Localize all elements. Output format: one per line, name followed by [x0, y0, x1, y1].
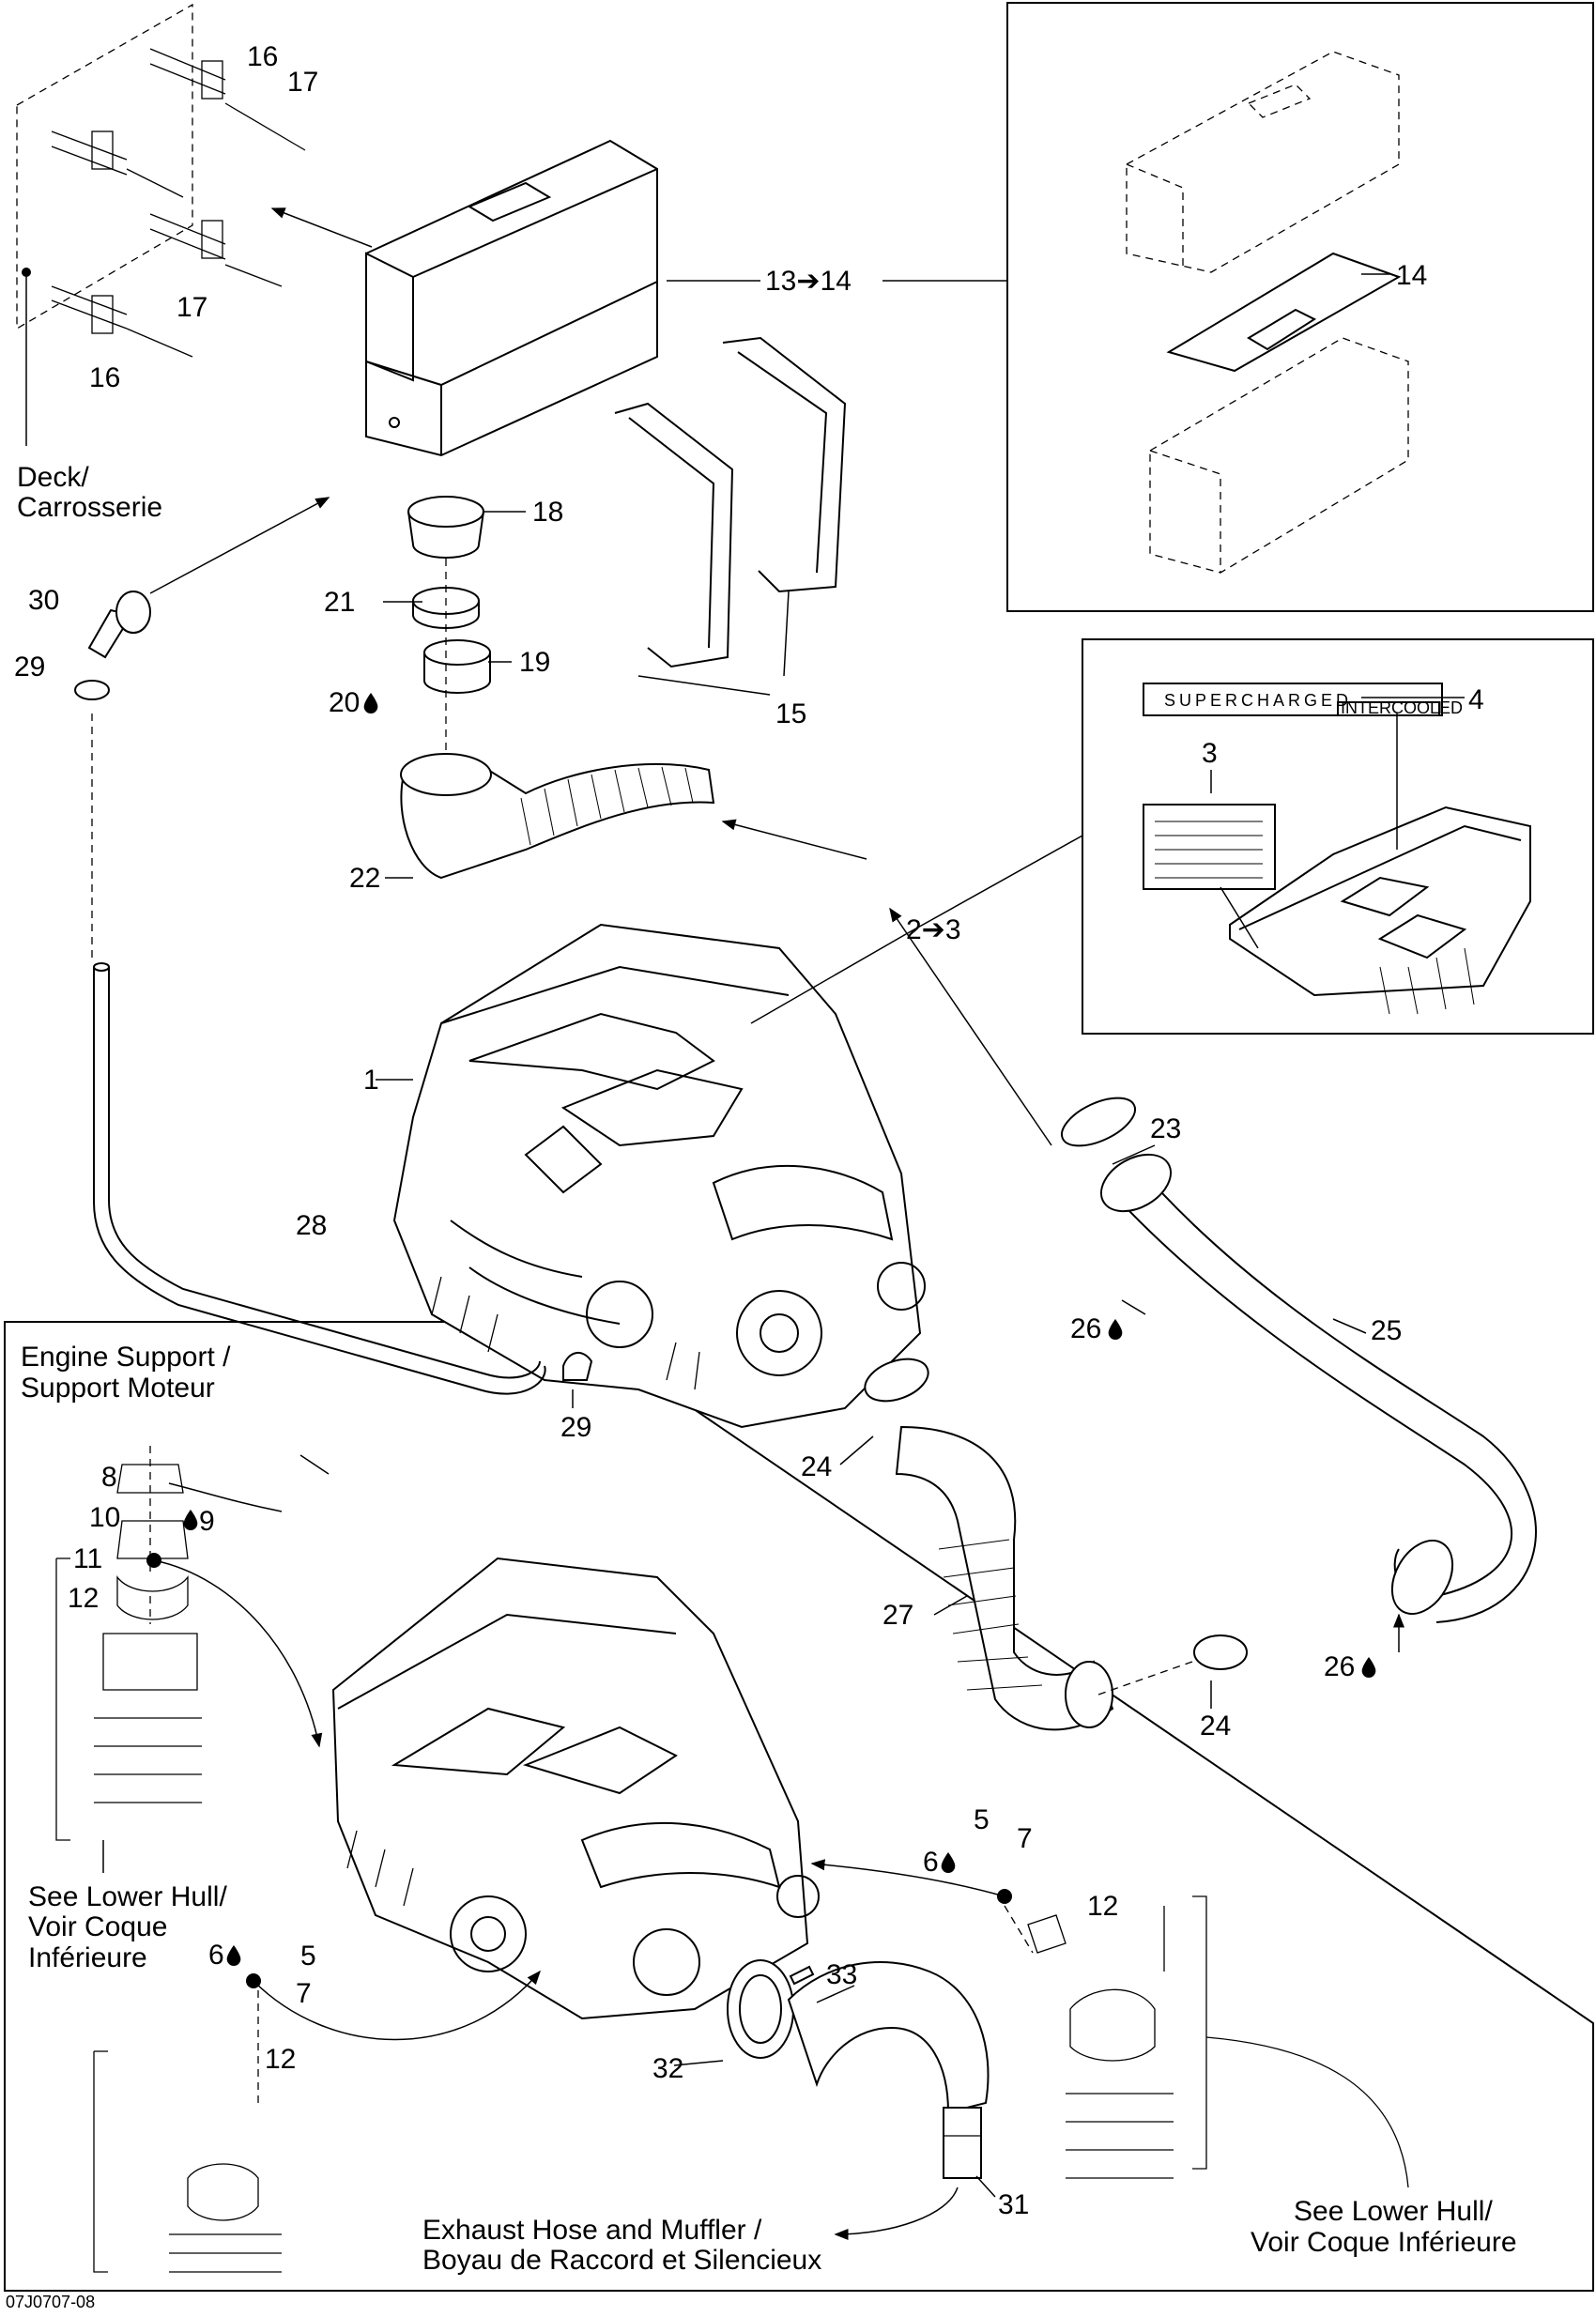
note-lower-hull-right-line2: Voir Coque Inférieure: [1251, 2227, 1517, 2258]
engine-cover-detail-frame: [1082, 638, 1594, 1035]
callout-18: 18: [532, 497, 563, 528]
engine-cover-detail: SUPERCHARGED INTERCOOLED: [1143, 683, 1531, 1015]
exhaust-parts: [727, 1959, 990, 2179]
note-deck-line1: Deck/: [17, 462, 89, 493]
callout-32: 32: [652, 2053, 683, 2084]
straps: [614, 336, 847, 668]
callout-10: 10: [89, 1502, 120, 1533]
callout-33: 33: [826, 1959, 857, 1990]
callout-27: 27: [882, 1600, 913, 1631]
breather-hose: [74, 591, 593, 1395]
callout-24a: 24: [801, 1451, 832, 1482]
callout-22: 22: [349, 863, 380, 894]
callout-7a: 7: [1017, 1823, 1033, 1854]
intake-parts: [400, 496, 715, 880]
callout-7b: 7: [296, 1978, 312, 2009]
callout-17a: 17: [287, 67, 318, 98]
callout-29a: 29: [14, 652, 45, 683]
sealant-drop-icon: [1361, 1657, 1376, 1678]
callout-17b: 17: [176, 292, 207, 323]
note-exhaust-line1: Exhaust Hose and Muffler /: [422, 2215, 762, 2246]
decal-supercharged: SUPERCHARGED: [1164, 691, 1352, 710]
callout-1: 1: [363, 1065, 379, 1096]
engine-illustration-lower: [331, 1557, 820, 2020]
note-lower-hull-left-line2: Voir Coque: [28, 1911, 167, 1942]
callout-11: 11: [73, 1543, 102, 1574]
callout-5a: 5: [974, 1804, 990, 1835]
air-box-exploded-detail: [1126, 51, 1409, 574]
callout-14: 14: [1396, 260, 1427, 291]
callout-12c: 12: [265, 2044, 296, 2075]
callout-12b: 12: [1087, 1891, 1118, 1922]
callout-6b: 6: [208, 1940, 224, 1971]
engine-support-left-lower: [93, 1990, 282, 2273]
callout-19: 19: [519, 647, 550, 678]
callout-16a: 16: [247, 41, 278, 72]
callout-21: 21: [324, 587, 355, 618]
note-deck-line2: Carrosserie: [17, 492, 162, 523]
callout-8: 8: [101, 1462, 117, 1493]
callout-28: 28: [296, 1210, 327, 1241]
callout-9: 9: [199, 1506, 215, 1537]
callout-20: 20: [329, 687, 360, 718]
note-exhaust-line2: Boyau de Raccord et Silencieux: [422, 2245, 821, 2276]
callout-26a: 26: [1070, 1313, 1101, 1344]
drawing-code: 07J0707-08: [6, 2293, 95, 2311]
intake-duct-lower: [864, 1358, 1248, 1731]
sealant-drop-icon: [363, 693, 378, 714]
engine-illustration-top: [392, 923, 926, 1429]
callout-13-14: 13➔14: [765, 266, 852, 297]
engine-support-left: [55, 1446, 202, 1873]
notes: Deck/ Carrosserie Engine Support / Suppo…: [6, 462, 1517, 2311]
deck-wall: [16, 3, 306, 446]
sealant-drop-icon: [1108, 1319, 1123, 1340]
sealant-drop-icon: [183, 1510, 198, 1530]
callout-2-3: 2➔3: [906, 914, 961, 945]
note-lower-hull-left-line1: See Lower Hull/: [28, 1881, 227, 1912]
callout-6a: 6: [923, 1847, 939, 1878]
intercooler-tube: [1061, 1097, 1537, 1623]
sealant-drop-icon: [226, 1945, 241, 1966]
callout-4: 4: [1468, 684, 1484, 715]
decal-intercooled: INTERCOOLED: [1341, 698, 1463, 717]
note-lower-hull-left-line3: Inférieure: [28, 1942, 147, 1973]
callout-12a: 12: [68, 1583, 99, 1614]
note-engine-support-line2: Support Moteur: [21, 1373, 215, 1404]
air-box-detail-frame: [1006, 2, 1594, 612]
engine-support-right: [1004, 1895, 1409, 2188]
callout-25: 25: [1371, 1315, 1402, 1346]
air-box-illustration: [365, 139, 658, 457]
callout-30: 30: [28, 585, 59, 616]
leaders: [146, 207, 1465, 2240]
callout-26b: 26: [1324, 1651, 1355, 1682]
callout-23: 23: [1150, 1113, 1181, 1144]
callout-3: 3: [1202, 738, 1218, 769]
callout-5b: 5: [300, 1941, 316, 1972]
callout-24b: 24: [1200, 1711, 1231, 1742]
callout-29b: 29: [560, 1412, 591, 1443]
callout-15: 15: [775, 698, 806, 729]
sealant-drop-icon: [941, 1852, 956, 1873]
note-engine-support-line1: Engine Support /: [21, 1342, 231, 1373]
callout-numbers: 16 17 17 16 13➔14 14 18 21 19 20 15 30 2…: [14, 41, 1484, 2220]
engine-support-frame: [4, 1321, 1594, 2292]
callout-16b: 16: [89, 362, 120, 393]
note-lower-hull-right-line1: See Lower Hull/: [1294, 2196, 1493, 2227]
callout-31: 31: [998, 2189, 1029, 2220]
